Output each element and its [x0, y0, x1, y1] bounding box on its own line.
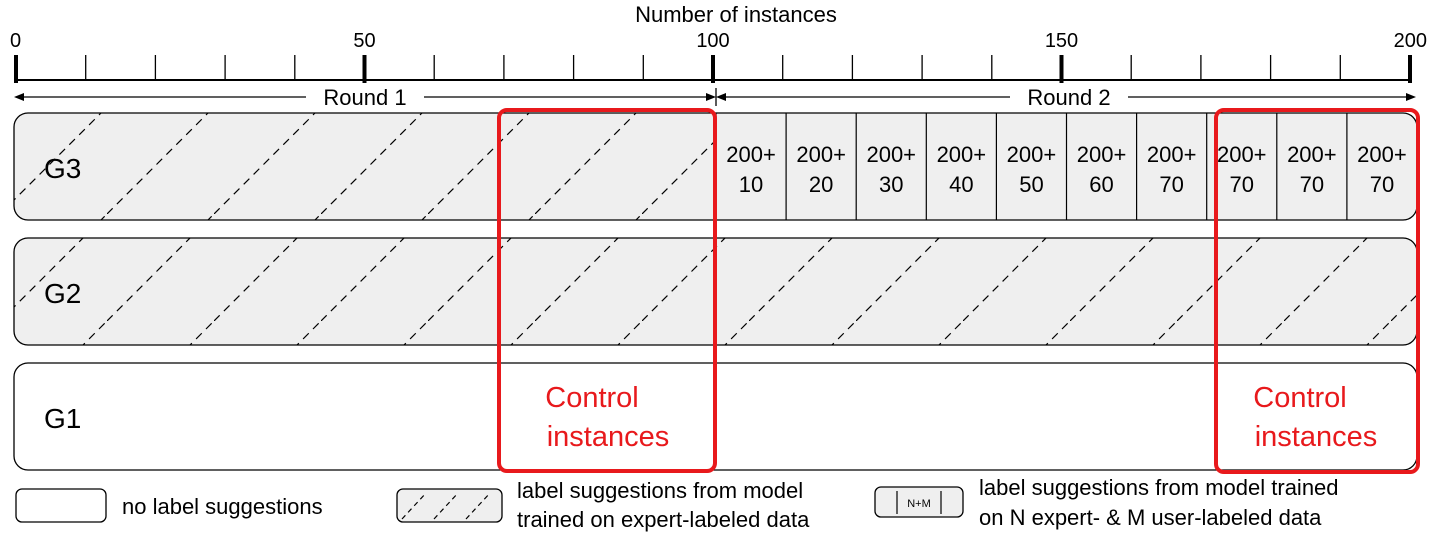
legend-swatch-plain [15, 488, 107, 523]
round-1-label: Round 1 [323, 85, 406, 110]
axis-tick-label: 200 [1394, 30, 1427, 52]
legend-hatch-line [433, 492, 459, 520]
g3-cell-bottom-label: 70 [1230, 172, 1254, 197]
legend-swatch-hatched [396, 488, 503, 523]
round-1-right-arrow-icon [706, 93, 716, 101]
round-brackets: Round 1 Round 2 [14, 85, 1416, 110]
g3-cell-bottom-label: 30 [879, 172, 903, 197]
round-2-left-arrow-icon [716, 93, 726, 101]
g3-round2-cells: 200+ 10 200+ 20 200+ 30 200+ 40 200+ 50 200+ 60 200+… [726, 113, 1407, 220]
control-label-line2: instances [547, 421, 670, 453]
axis-tick-label: 100 [696, 30, 729, 52]
control-label-line2: instances [1255, 421, 1378, 453]
g3-cell-top-label: 200+ [866, 142, 916, 167]
legend-item-no-suggestions: no label suggestions [15, 488, 323, 523]
axis-tick-label: 50 [353, 30, 375, 52]
g3-cell-top-label: 200+ [1077, 142, 1127, 167]
g3-hatch-fill [14, 113, 716, 220]
g3-cell-top-label: 200+ [1287, 142, 1337, 167]
control-box-outline [497, 108, 717, 473]
g3-cell-bottom-label: 70 [1159, 172, 1183, 197]
legend-item-expert-model: label suggestions from model trained on … [396, 478, 810, 532]
control-label-line1: Control [545, 382, 639, 414]
round-2-label: Round 2 [1027, 85, 1110, 110]
legend-item-mixed-model: N+M label suggestions from model trained… [874, 475, 1339, 530]
axis-tick-label: 150 [1045, 30, 1078, 52]
legend-expert-line1: label suggestions from model [517, 478, 803, 503]
round-2-right-arrow-icon [1406, 93, 1416, 101]
g3-cell-bottom-label: 40 [949, 172, 973, 197]
g3-label: G3 [44, 153, 81, 184]
g3-cell-top-label: 200+ [937, 142, 987, 167]
legend-hatch-line [401, 492, 427, 520]
control-box-round-2: Control instances [1214, 108, 1420, 474]
legend: no label suggestions label suggestions f… [15, 475, 1339, 532]
g3-cell-bottom-label: 60 [1089, 172, 1113, 197]
g3-cell-top-label: 200+ [796, 142, 846, 167]
number-axis: 0 50 100 150 200 [10, 30, 1427, 83]
round-1-left-arrow-icon [14, 93, 24, 101]
g3-cell-top-label: 200+ [1357, 142, 1407, 167]
g3-cell-bottom-label: 20 [809, 172, 833, 197]
legend-mixed-line2: on N expert- & M user-labeled data [979, 505, 1322, 530]
g2-label: G2 [44, 278, 81, 309]
g3-cell-bottom-label: 70 [1370, 172, 1394, 197]
g3-cell-bottom-label: 50 [1019, 172, 1043, 197]
g3-cell-top-label: 200+ [1147, 142, 1197, 167]
legend-hatch-line [465, 492, 491, 520]
control-box-outline [1214, 108, 1420, 474]
control-box-round-1: Control instances [497, 108, 717, 473]
g3-cell-top-label: 200+ [1007, 142, 1057, 167]
g3-cell-bottom-label: 10 [739, 172, 763, 197]
legend-mixed-line1: label suggestions from model trained [979, 475, 1339, 500]
legend-cell-text: N+M [907, 498, 931, 510]
g3-cell-top-label: 200+ [726, 142, 776, 167]
legend-expert-line2: trained on expert-labeled data [517, 507, 810, 532]
g1-label: G1 [44, 403, 81, 434]
axis-tick-label: 0 [10, 30, 21, 52]
control-label-line1: Control [1253, 382, 1347, 414]
g3-cell-bottom-label: 70 [1300, 172, 1324, 197]
g3-cell-top-label: 200+ [1217, 142, 1267, 167]
legend-none-label: no label suggestions [122, 494, 323, 519]
axis-title: Number of instances [635, 2, 837, 27]
